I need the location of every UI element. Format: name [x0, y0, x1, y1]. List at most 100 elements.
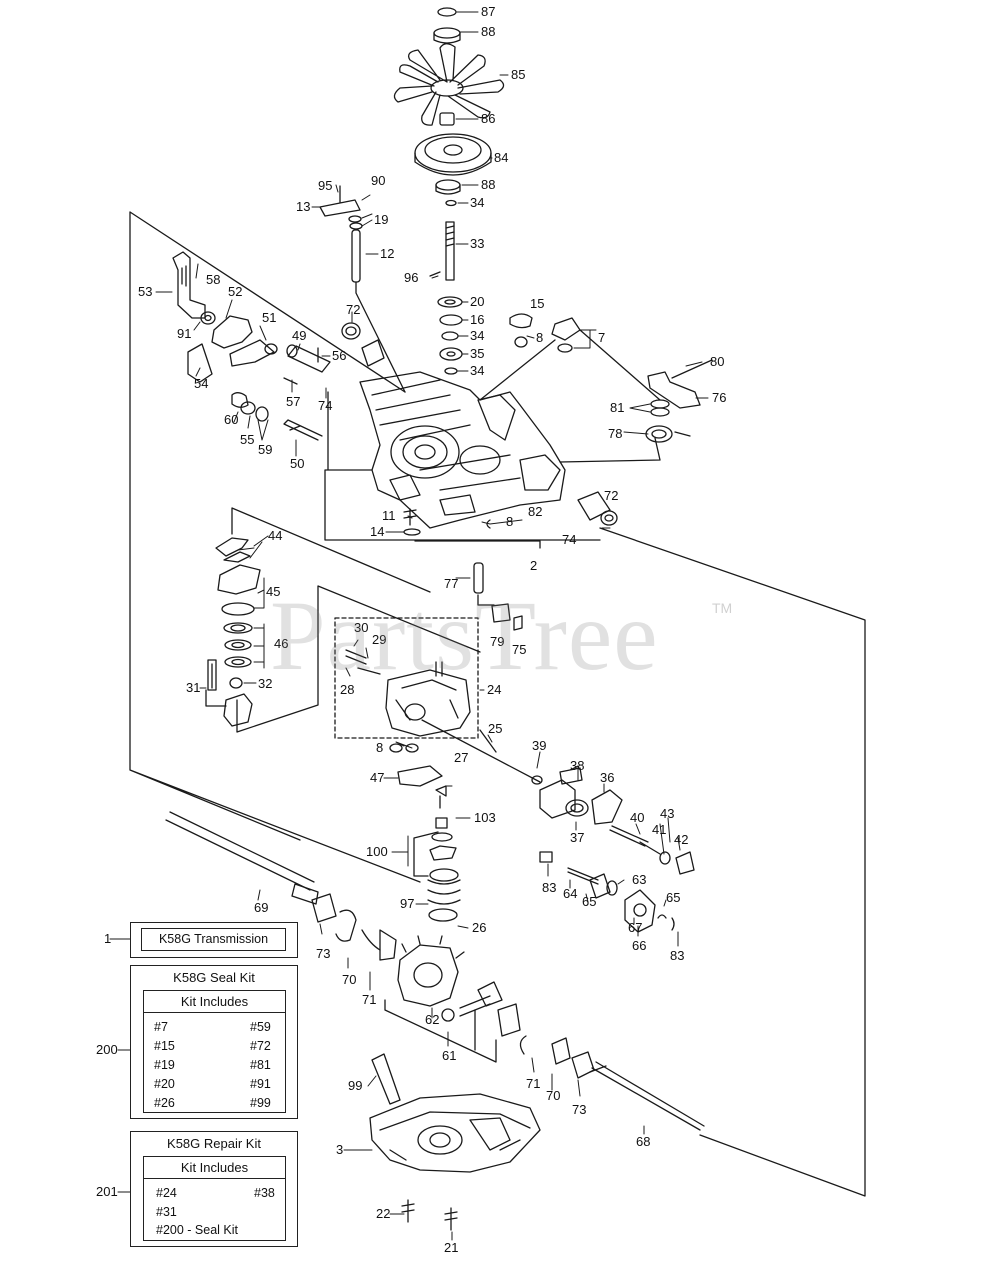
- callout-label-68: 68: [636, 1134, 650, 1149]
- callout-label-25: 25: [488, 721, 502, 736]
- callout-label-49: 49: [292, 328, 306, 343]
- callout-label-61: 61: [442, 1048, 456, 1063]
- callout-label-78: 78: [608, 426, 622, 441]
- callout-label-81: 81: [610, 400, 624, 415]
- seal-kit-item: #19: [154, 1058, 175, 1072]
- callout-label-71: 71: [362, 992, 376, 1007]
- callout-label-82: 82: [528, 504, 542, 519]
- callout-label-46: 46: [274, 636, 288, 651]
- callout-label-77: 77: [444, 576, 458, 591]
- callout-label-42: 42: [674, 832, 688, 847]
- part-40-shaft: [609, 825, 649, 847]
- repair-kit-inner: Kit Includes #24 #31 #200 - Seal Kit #38: [143, 1156, 286, 1241]
- part-49-shaft: [287, 345, 331, 373]
- seal-kit-item: #72: [250, 1039, 271, 1053]
- callout-label-34: 34: [470, 195, 484, 210]
- callout-label-33: 33: [470, 236, 484, 251]
- callout-label-96: 96: [404, 270, 418, 285]
- callout-label-69: 69: [254, 900, 268, 915]
- seal-kit-subtitle: Kit Includes: [144, 994, 285, 1013]
- part-69-axle: [165, 811, 315, 891]
- repair-kit-box: K58G Repair Kit Kit Includes #24 #31 #20…: [130, 1131, 298, 1247]
- transmission-box: K58G Transmission: [130, 922, 298, 958]
- callout-label-45: 45: [266, 584, 280, 599]
- callout-label-39: 39: [532, 738, 546, 753]
- callout-label-47: 47: [370, 770, 384, 785]
- callout-label-11: 11: [382, 508, 396, 523]
- part-64-shaft: [567, 867, 599, 885]
- callout-label-71: 71: [526, 1076, 540, 1091]
- seal-kit-item: #91: [250, 1077, 271, 1091]
- callout-label-74: 74: [318, 398, 332, 413]
- transmission-ref: 1: [104, 931, 112, 946]
- part-97-spring: [427, 879, 461, 905]
- transmission-inner: K58G Transmission: [141, 928, 286, 951]
- callout-label-66: 66: [632, 938, 646, 953]
- part-85-fan: [393, 43, 505, 126]
- part-12-pin: [351, 229, 361, 283]
- callout-label-27: 27: [454, 750, 468, 765]
- part-77-pin: [473, 562, 484, 594]
- callout-label-30: 30: [354, 620, 368, 635]
- part-47-plate: [397, 765, 443, 787]
- callout-label-75: 75: [512, 642, 526, 657]
- callout-label-2: 2: [530, 558, 537, 573]
- callout-label-34: 34: [470, 328, 484, 343]
- callout-label-60: 60: [224, 412, 238, 427]
- callout-label-72: 72: [604, 488, 618, 503]
- callout-label-65: 65: [666, 890, 680, 905]
- watermark: PartsTree: [270, 580, 659, 691]
- case-lower-housing: [369, 1093, 541, 1173]
- part-block-31: [223, 693, 253, 727]
- callout-label-58: 58: [206, 272, 220, 287]
- part-62-ring-gear: [397, 944, 459, 1007]
- callout-label-83: 83: [670, 948, 684, 963]
- callout-label-90: 90: [371, 173, 385, 188]
- part-99-tube: [371, 1053, 401, 1105]
- callout-label-95: 95: [318, 178, 332, 193]
- callout-label-20: 20: [470, 294, 484, 309]
- callout-label-72: 72: [346, 302, 360, 317]
- repair-kit-item: #200 - Seal Kit: [156, 1223, 238, 1237]
- callout-label-3: 3: [336, 1142, 343, 1157]
- callout-label-7: 7: [598, 330, 605, 345]
- callout-label-100: 100: [366, 844, 388, 859]
- callout-label-73: 73: [316, 946, 330, 961]
- callout-label-36: 36: [600, 770, 614, 785]
- part-66-gear: [624, 889, 656, 933]
- repair-kit-item: #31: [156, 1205, 177, 1219]
- seal-kit-item: #7: [154, 1020, 168, 1034]
- part-76-arm: [647, 371, 701, 409]
- callout-label-103: 103: [474, 810, 496, 825]
- watermark-tm: TM: [712, 600, 733, 616]
- assembly-outline: [129, 211, 866, 1197]
- repair-kit-item: #24: [156, 1186, 177, 1200]
- callout-label-85: 85: [511, 67, 525, 82]
- callout-label-59: 59: [258, 442, 272, 457]
- callout-label-91: 91: [177, 326, 191, 341]
- callout-label-13: 13: [296, 199, 310, 214]
- callout-label-37: 37: [570, 830, 584, 845]
- callout-label-67: 67: [628, 920, 642, 935]
- callout-label-73: 73: [572, 1102, 586, 1117]
- part-7-plug: [551, 317, 581, 341]
- callout-label-53: 53: [138, 284, 152, 299]
- callout-label-8: 8: [536, 330, 543, 345]
- callout-label-64: 64: [563, 886, 577, 901]
- part-50-shaft: [283, 419, 323, 441]
- callout-label-43: 43: [660, 806, 674, 821]
- callout-label-88: 88: [481, 177, 495, 192]
- callout-label-8: 8: [376, 740, 383, 755]
- callout-label-28: 28: [340, 682, 354, 697]
- part-68-axle: [591, 1061, 705, 1131]
- callout-label-65: 65: [582, 894, 596, 909]
- callout-label-55: 55: [240, 432, 254, 447]
- seal-kit-item: #59: [250, 1020, 271, 1034]
- part-53-bracket: [172, 251, 206, 319]
- callout-label-12: 12: [380, 246, 394, 261]
- callout-label-40: 40: [630, 810, 644, 825]
- callout-label-63: 63: [632, 872, 646, 887]
